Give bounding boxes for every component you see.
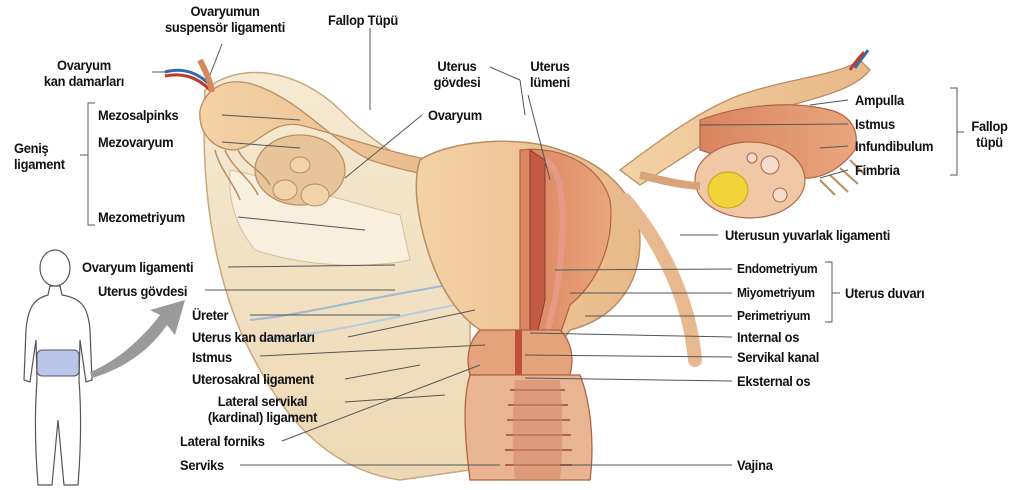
- label-servikal-kanal: Servikal kanal: [737, 349, 819, 365]
- label-istmus-left: Istmus: [192, 349, 232, 365]
- body-silhouette-inset: [24, 250, 92, 485]
- label-genis-ligament: Geniş ligament: [14, 140, 65, 172]
- label-uterus-govdesi-top: Uterus gövdesi: [425, 58, 489, 90]
- label-mezosalpinks: Mezosalpinks: [98, 107, 178, 123]
- cervical-canal-shape: [515, 330, 522, 375]
- label-uterus-lumeni: Uterus lümeni: [518, 58, 582, 90]
- vagina-lumen: [513, 380, 563, 480]
- label-ureter: Üreter: [192, 307, 228, 323]
- ovary-right-follicle-3: [747, 153, 757, 163]
- label-internal-os: Internal os: [737, 329, 799, 345]
- ovarian-vessels-left-red: [165, 75, 210, 90]
- label-uterusun-yuvarlak-ligamenti: Uterusun yuvarlak ligamenti: [725, 227, 890, 243]
- label-vajina: Vajina: [737, 457, 773, 473]
- label-lateral-servikal-ligament: Lateral servikal (kardinal) ligament: [187, 393, 339, 425]
- label-uterus-kan-damarlari: Uterus kan damarları: [192, 329, 315, 345]
- label-perimetriyum: Perimetriyum: [737, 308, 810, 324]
- label-ovaryum-suspansor-ligamenti: Ovaryumun suspensör ligamenti: [156, 3, 294, 35]
- ovary-left-follicle-1: [273, 180, 297, 200]
- label-mezometriyum: Mezometriyum: [98, 209, 185, 225]
- label-fimbria: Fimbria: [855, 162, 900, 178]
- label-infundibulum: Infundibulum: [855, 138, 933, 154]
- uterine-lumen-shape: [530, 150, 545, 330]
- label-uterus-govdesi-left: Uterus gövdesi: [98, 283, 187, 299]
- label-serviks: Serviks: [180, 457, 224, 473]
- label-fallop-tupu-right: Fallop tüpü: [964, 118, 1015, 150]
- label-endometriyum: Endometriyum: [737, 261, 817, 277]
- corpus-luteum-shape: [708, 172, 748, 208]
- label-ampulla: Ampulla: [855, 92, 904, 108]
- label-ovaryum-ligamenti: Ovaryum ligamenti: [82, 259, 193, 275]
- label-fallop-tupu-top: Fallop Tüpü: [328, 12, 398, 28]
- ovarian-ligament-right: [640, 175, 700, 186]
- label-istmus-right: Istmus: [855, 116, 895, 132]
- label-uterus-duvari: Uterus duvarı: [845, 285, 924, 301]
- ovary-right-follicle-1: [761, 156, 779, 174]
- ovary-right-follicle-2: [773, 188, 787, 202]
- label-ovaryum-kan-damarlari: Ovaryum kan damarları: [29, 57, 139, 89]
- label-miyometriyum: Miyometriyum: [737, 285, 815, 301]
- label-mezovaryum: Mezovaryum: [98, 134, 173, 150]
- ovary-left-follicle-3: [290, 157, 310, 173]
- ovary-left-follicle-2: [301, 184, 329, 206]
- label-eksternal-os: Eksternal os: [737, 373, 810, 389]
- zoom-arrow: [90, 300, 185, 378]
- label-uterosakral-ligament: Uterosakral ligament: [192, 371, 314, 387]
- label-lateral-forniks: Lateral forniks: [180, 433, 265, 449]
- label-ovaryum: Ovaryum: [428, 107, 482, 123]
